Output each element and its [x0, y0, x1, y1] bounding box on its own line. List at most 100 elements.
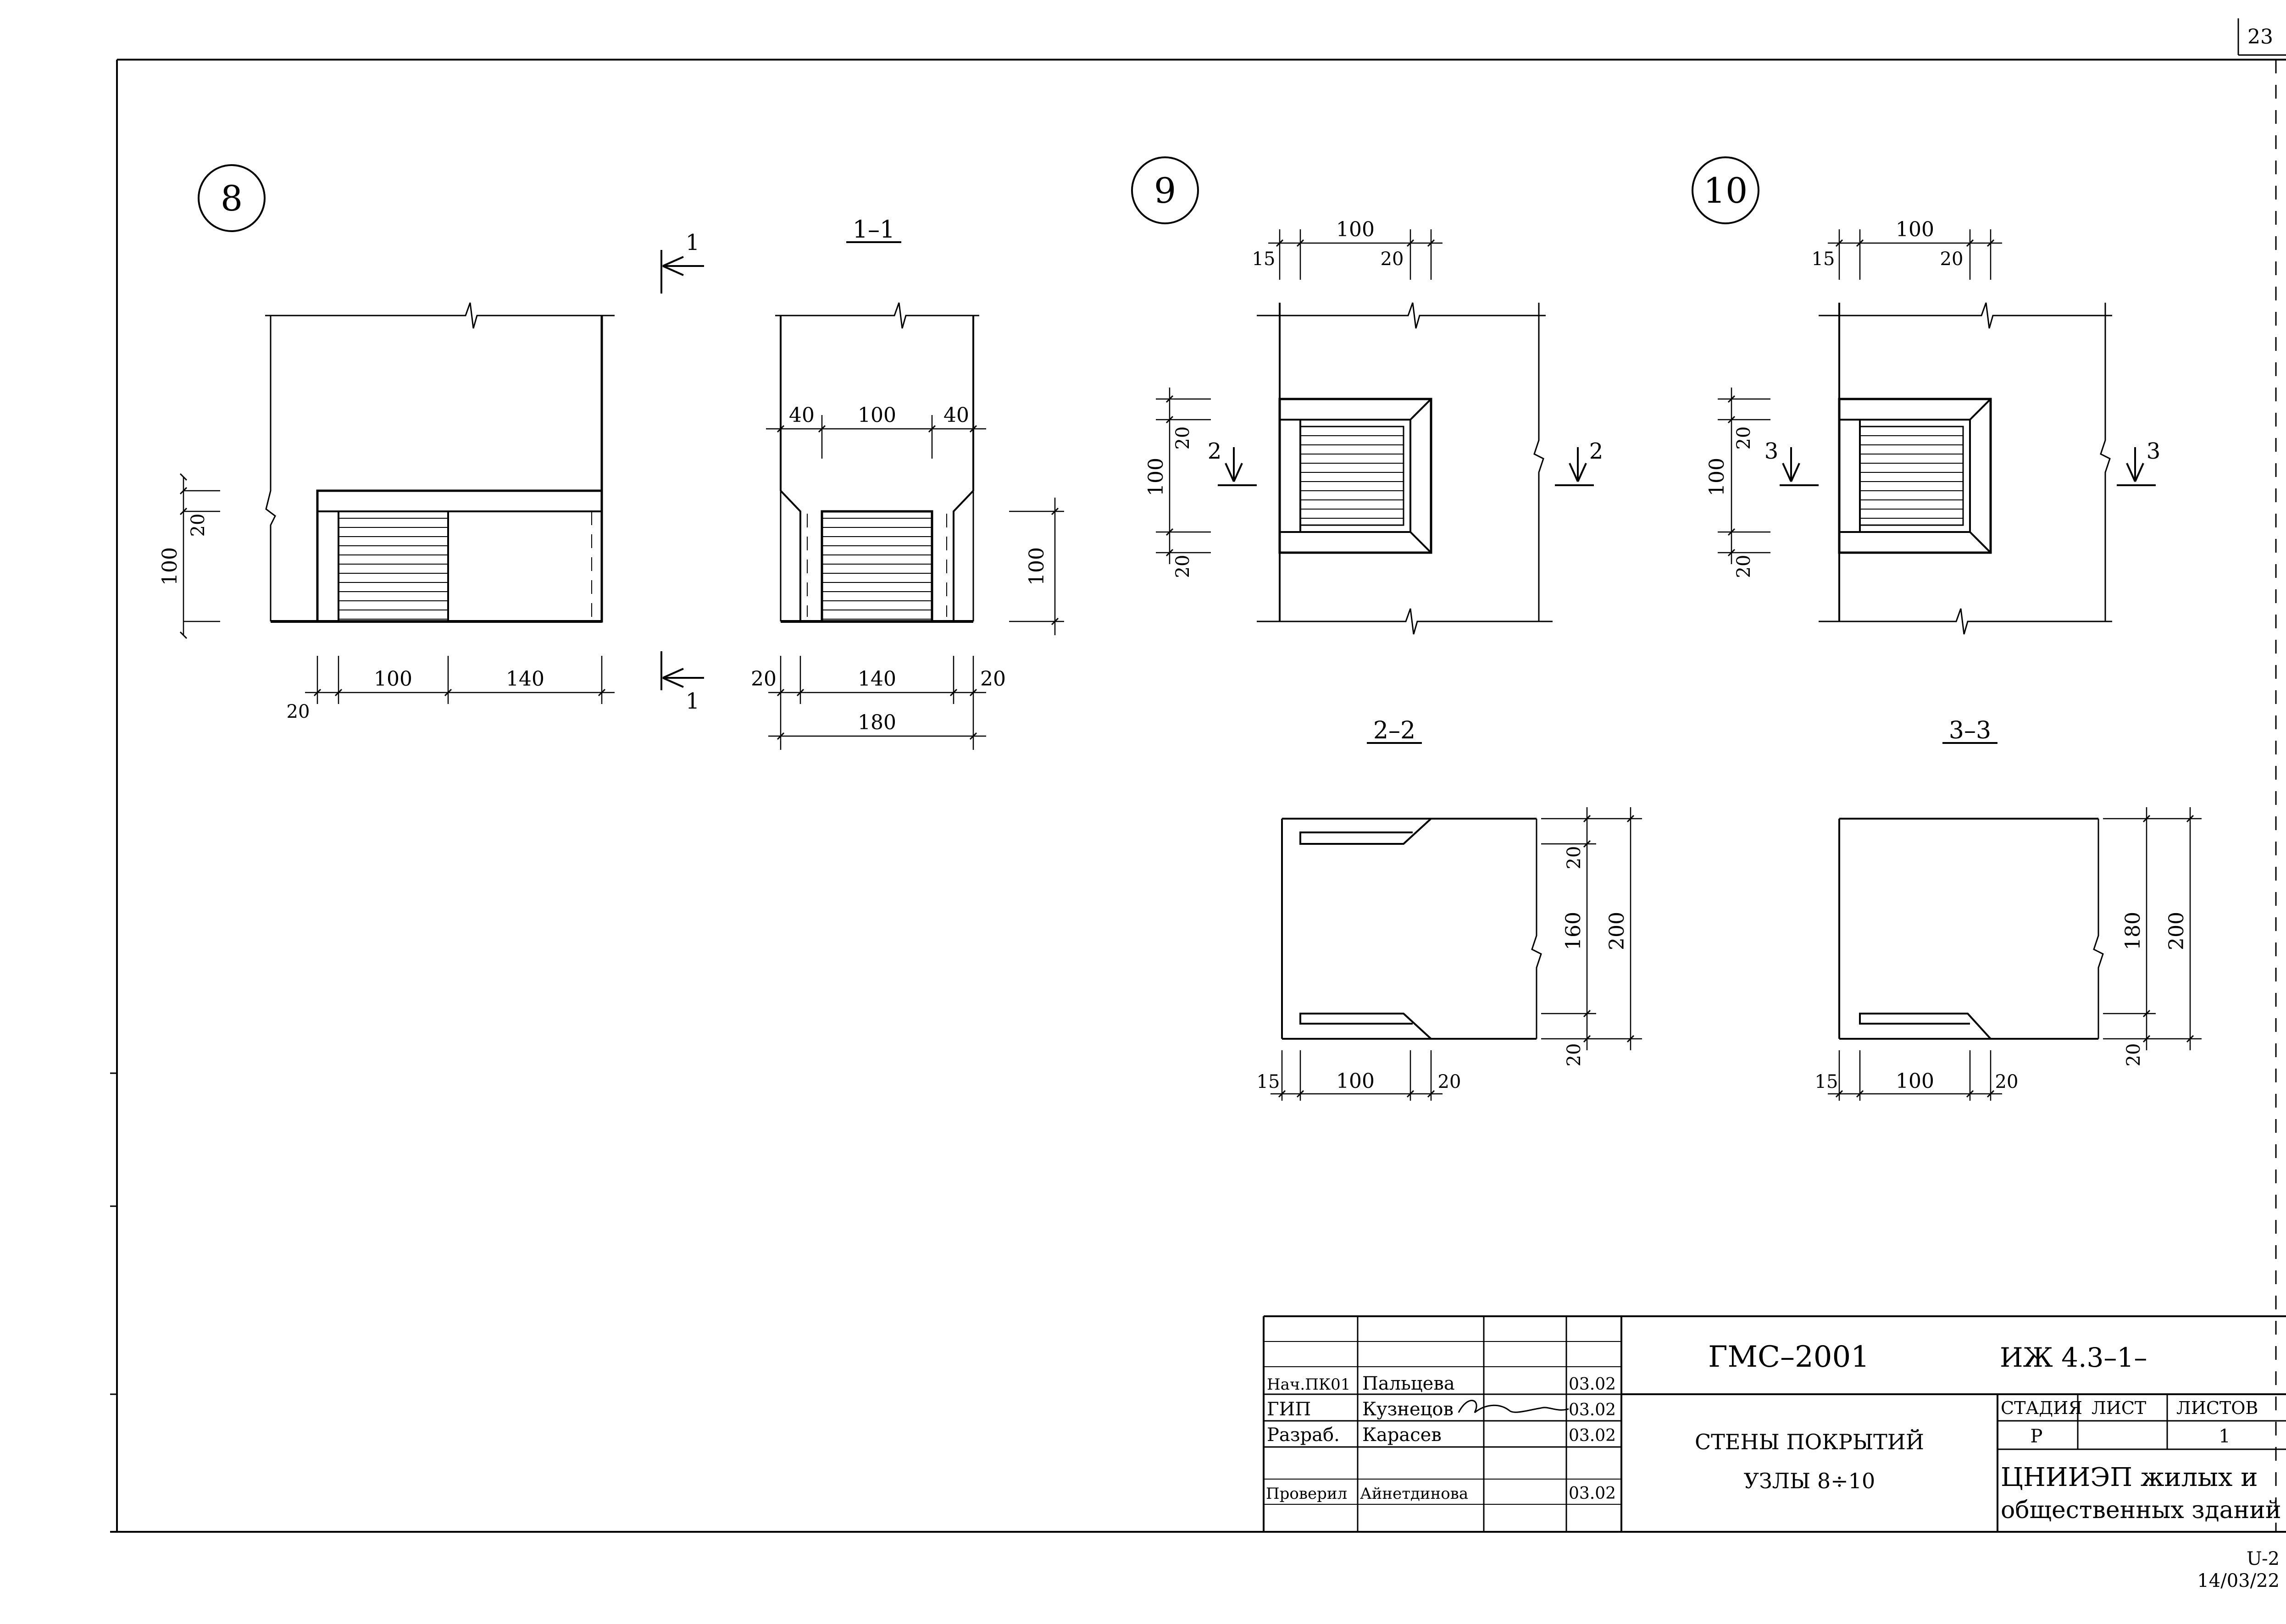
- dim-n9-l20a: 20: [1172, 427, 1193, 450]
- project-code: ГМС–2001: [1708, 1340, 1870, 1374]
- node-9-dims-left: [1156, 388, 1211, 564]
- node-10: 10 3 3: [1692, 156, 2161, 635]
- section-3-3-dims-right: [2103, 807, 2202, 1050]
- organization-line-1: ЦНИИЭП жилых и: [2001, 1463, 2258, 1492]
- node-10-marker: [1692, 156, 1759, 224]
- dim-s33-r180: 180: [2121, 912, 2145, 950]
- dim-s22-r200: 200: [1605, 912, 1629, 950]
- dim-s22-b15: 15: [1257, 1071, 1280, 1092]
- section-1-1-geometry: [775, 302, 979, 623]
- dim-n10-l100: 100: [1705, 458, 1729, 496]
- section-3-cut: [1780, 447, 2156, 486]
- stage-value: Р: [2031, 1426, 2043, 1447]
- row-0-role: Нач.ПК01: [1267, 1375, 1350, 1394]
- drawing-title-line-1: СТЕНЫ ПОКРЫТИЙ: [1695, 1429, 1924, 1454]
- dim-s33-b15: 15: [1815, 1071, 1838, 1092]
- dim-s11-b20b: 20: [980, 667, 1006, 691]
- dim-n8-h100: 100: [158, 547, 182, 586]
- row-4-name: Айнетдинова: [1360, 1485, 1468, 1503]
- dim-n9-t15: 15: [1252, 249, 1276, 270]
- stamp-date: 14/03/22: [2197, 1570, 2280, 1591]
- section-2-2-geometry: [1281, 818, 1542, 1040]
- title-block: ГМС–2001 ИЖ 4.3–1– Нач.ПК01 Пальцева 03.…: [1263, 1315, 2286, 1532]
- row-4-date: 03.02: [1569, 1484, 1616, 1503]
- section-3-tag-left: 3: [1764, 438, 1779, 464]
- drawing-title-line-2: УЗЛЫ 8÷10: [1744, 1469, 1875, 1493]
- title-block-grid: [1263, 1315, 2286, 1532]
- section-2-2-dims-right: [1541, 807, 1642, 1050]
- dim-n9-l20b: 20: [1172, 555, 1193, 578]
- dim-s11-t40b: 40: [943, 404, 969, 427]
- section-3-3-geometry: [1838, 818, 2104, 1040]
- node-8-dims-left: [183, 473, 220, 639]
- node-8: 8 1 1: [158, 164, 704, 722]
- sheet-frame: [110, 18, 2286, 1533]
- section-2-tag-right: 2: [1589, 438, 1604, 464]
- row-4-role: Проверил: [1266, 1485, 1347, 1503]
- dim-n10-t20: 20: [1940, 249, 1964, 270]
- section-1-1-dims-top: [766, 415, 986, 459]
- page-corner-number: 23: [2247, 25, 2273, 49]
- dim-n8-b20: 20: [287, 701, 310, 722]
- dim-s11-t40a: 40: [789, 404, 815, 427]
- organization-line-2: общественных зданий: [2001, 1497, 2281, 1524]
- stage-header: СТАДИЯ: [2001, 1398, 2082, 1418]
- row-0-date: 03.02: [1569, 1375, 1616, 1394]
- dim-n8-b100: 100: [374, 667, 412, 691]
- section-3-3-title: 3–3: [1949, 717, 1991, 744]
- dim-n10-t100: 100: [1896, 218, 1934, 241]
- node-10-dims-top: [1828, 229, 2002, 280]
- row-1-name: Кузнецов: [1362, 1399, 1454, 1420]
- dim-n10-l20b: 20: [1733, 555, 1754, 578]
- row-1-role: ГИП: [1267, 1399, 1311, 1420]
- dim-n10-l20a: 20: [1733, 427, 1754, 450]
- row-2-date: 03.02: [1569, 1426, 1616, 1445]
- section-3-3: 3–3 180 20 200: [1815, 717, 2202, 1101]
- section-1-1-title: 1–1: [853, 216, 895, 244]
- section-1-1-dims-right: [1009, 498, 1064, 635]
- node-9-dims-top: [1268, 229, 1443, 280]
- sheets-header: ЛИСТОВ: [2176, 1398, 2258, 1418]
- dim-s33-b20: 20: [1995, 1071, 2019, 1092]
- dim-s22-b20: 20: [1438, 1071, 1461, 1092]
- section-3-3-dims-bottom: [1828, 1050, 2002, 1101]
- dim-s11-b20a: 20: [751, 667, 777, 691]
- node-9: 9 2 2: [1131, 156, 1604, 635]
- section-2-cut: [1218, 447, 1594, 486]
- section-1-tag-bottom: 1: [686, 688, 700, 714]
- dim-n8-b140: 140: [506, 667, 544, 691]
- section-2-2: 2–2 20 160 20 200: [1257, 717, 1642, 1101]
- dim-s22-r160: 160: [1562, 912, 1585, 950]
- dim-s22-r20b: 20: [1564, 1043, 1585, 1067]
- section-2-2-dims-bottom: [1271, 1050, 1443, 1101]
- row-2-name: Карасев: [1362, 1424, 1442, 1446]
- section-1-1: 1–1 40 100 40: [751, 216, 1064, 750]
- dim-s22-r20a: 20: [1564, 846, 1585, 870]
- dim-n10-t15: 15: [1812, 249, 1835, 270]
- dim-s33-b100: 100: [1896, 1070, 1934, 1093]
- document-code: ИЖ 4.3–1–: [2000, 1342, 2147, 1373]
- section-2-2-title: 2–2: [1373, 717, 1415, 744]
- sheet-header: ЛИСТ: [2092, 1398, 2146, 1418]
- section-3-tag-right: 3: [2147, 438, 2161, 464]
- dim-s11-t100: 100: [858, 404, 896, 427]
- dim-s22-b100: 100: [1336, 1070, 1375, 1093]
- dim-s33-r20: 20: [2123, 1043, 2144, 1067]
- section-1-1-dims-bottom: [768, 656, 986, 750]
- row-1-date: 03.02: [1569, 1401, 1616, 1419]
- dim-n9-t100: 100: [1336, 218, 1375, 241]
- dim-s11-r100: 100: [1025, 547, 1049, 586]
- node-9-marker: [1131, 156, 1199, 224]
- node-10-dims-left: [1718, 388, 1770, 564]
- row-2-role: Разраб.: [1267, 1424, 1340, 1446]
- node-10-geometry: [1819, 302, 2112, 635]
- node-10-label: 10: [1703, 170, 1748, 211]
- dim-n8-h20: 20: [188, 514, 209, 537]
- node-8-dims-bottom: [305, 656, 615, 704]
- node-9-label: 9: [1154, 170, 1176, 211]
- dim-s11-b140: 140: [858, 667, 896, 691]
- dim-s33-r200: 200: [2165, 912, 2188, 950]
- dim-n9-l100: 100: [1144, 458, 1168, 496]
- dim-n9-t20: 20: [1381, 249, 1404, 270]
